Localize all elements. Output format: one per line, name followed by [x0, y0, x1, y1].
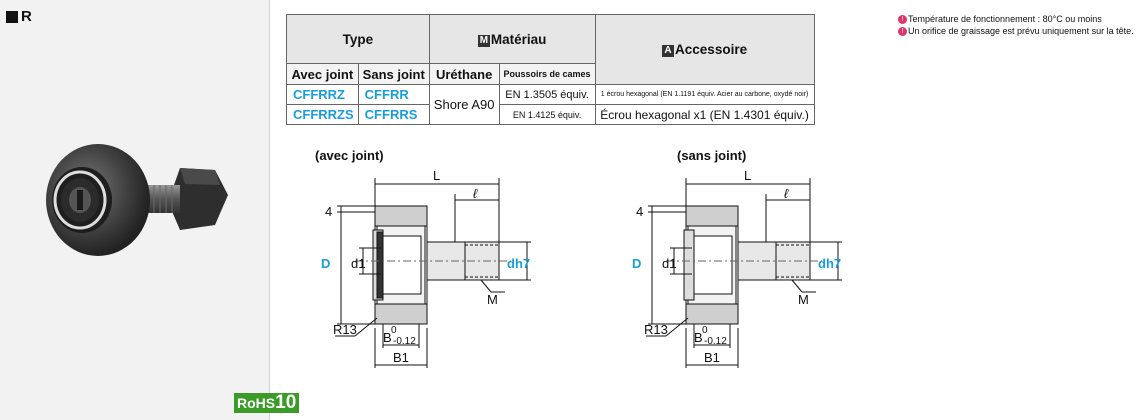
with-seal-header: Avec joint — [286, 63, 359, 85]
dim-L: L — [433, 168, 440, 183]
dim-B-tol-top: 0 — [702, 325, 708, 336]
dim-B-tol-bottom: -0.12 — [704, 336, 727, 347]
dim-l: ℓ — [473, 186, 478, 201]
without-seal-caption: (sans joint) — [677, 148, 747, 163]
without-seal-code[interactable]: CFFRR — [357, 84, 430, 105]
note-item: ! Température de fonctionnement : 80°C o… — [898, 13, 1134, 25]
dim-L: L — [744, 168, 751, 183]
dim-M: M — [487, 292, 498, 307]
dim-R13: R13 — [644, 322, 668, 337]
table-row: CFFRRZ CFFRR Shore A90 EN 1.3505 équiv. … — [286, 84, 815, 125]
urethane-header: Uréthane — [428, 63, 500, 85]
rohs-text: RoHS — [237, 395, 276, 411]
drawing-with-seal: L ℓ 4 D d1 dh7 M R13 0 B -0.12 B1 — [321, 168, 531, 368]
dim-4: 4 — [325, 204, 332, 219]
notes: ! Température de fonctionnement : 80°C o… — [898, 13, 1134, 37]
dim-B: B — [383, 330, 392, 345]
with-seal-code[interactable]: CFFRRZ — [286, 84, 359, 105]
without-seal-code[interactable]: CFFRRS — [357, 104, 430, 125]
without-seal-header: Sans joint — [357, 63, 430, 85]
square-icon — [6, 10, 18, 23]
dim-B-tol-bottom: -0.12 — [393, 336, 416, 347]
drawing-without-seal: L ℓ 4 D d1 dh7 M R13 0 B -0.12 B1 — [632, 168, 842, 368]
note-item: ! Un orifice de graissage est prévu uniq… — [898, 25, 1134, 37]
note-text: Un orifice de graissage est prévu unique… — [908, 26, 1134, 36]
cam-material: EN 1.3505 équiv. — [498, 84, 596, 105]
cam-followers-header: Poussoirs de cames — [498, 63, 596, 85]
dim-d1: d1 — [351, 256, 365, 271]
dim-B-tol-top: 0 — [391, 325, 397, 336]
cam-material: EN 1.4125 équiv. — [498, 104, 596, 125]
dim-B: B — [694, 330, 703, 345]
with-seal-code[interactable]: CFFRRZS — [286, 104, 359, 125]
section-title: R — [6, 8, 32, 25]
left-panel: R — [0, 0, 300, 420]
material-letter: M — [477, 34, 490, 47]
accessory-value: Écrou hexagonal x1 (EN 1.4301 équiv.) — [594, 104, 815, 125]
section-title-text: R — [21, 8, 32, 25]
dim-D: D — [632, 256, 641, 271]
dim-D: D — [321, 256, 330, 271]
accessory-value: 1 écrou hexagonal (EN 1.1191 équiv. Acie… — [594, 84, 815, 105]
dim-l: ℓ — [784, 186, 789, 201]
dim-dh7: dh7 — [818, 256, 841, 271]
rohs-number: 10 — [275, 392, 297, 413]
dim-R13: R13 — [333, 322, 357, 337]
dim-M: M — [798, 292, 809, 307]
accessory-letter: A — [662, 45, 675, 57]
rohs-badge: RoHS10 — [234, 392, 300, 413]
accessory-header-text: Accessoire — [675, 42, 748, 57]
tip-icon: ! — [898, 14, 907, 24]
dim-4: 4 — [636, 204, 643, 219]
dim-B1: B1 — [704, 350, 720, 365]
dim-dh7: dh7 — [507, 256, 530, 271]
dim-B1: B1 — [393, 350, 409, 365]
with-seal-caption: (avec joint) — [315, 148, 384, 163]
tip-icon: ! — [898, 26, 907, 36]
dim-d1: d1 — [662, 256, 676, 271]
urethane-value: Shore A90 — [428, 84, 500, 125]
note-text: Température de fonctionnement : 80°C ou … — [908, 14, 1102, 24]
product-photo — [46, 144, 228, 256]
material-header-text: Matériau — [490, 31, 547, 47]
type-header: Type — [286, 14, 430, 64]
table-row: CFFRRZS CFFRRS EN 1.4125 équiv. Écrou he… — [286, 104, 815, 125]
